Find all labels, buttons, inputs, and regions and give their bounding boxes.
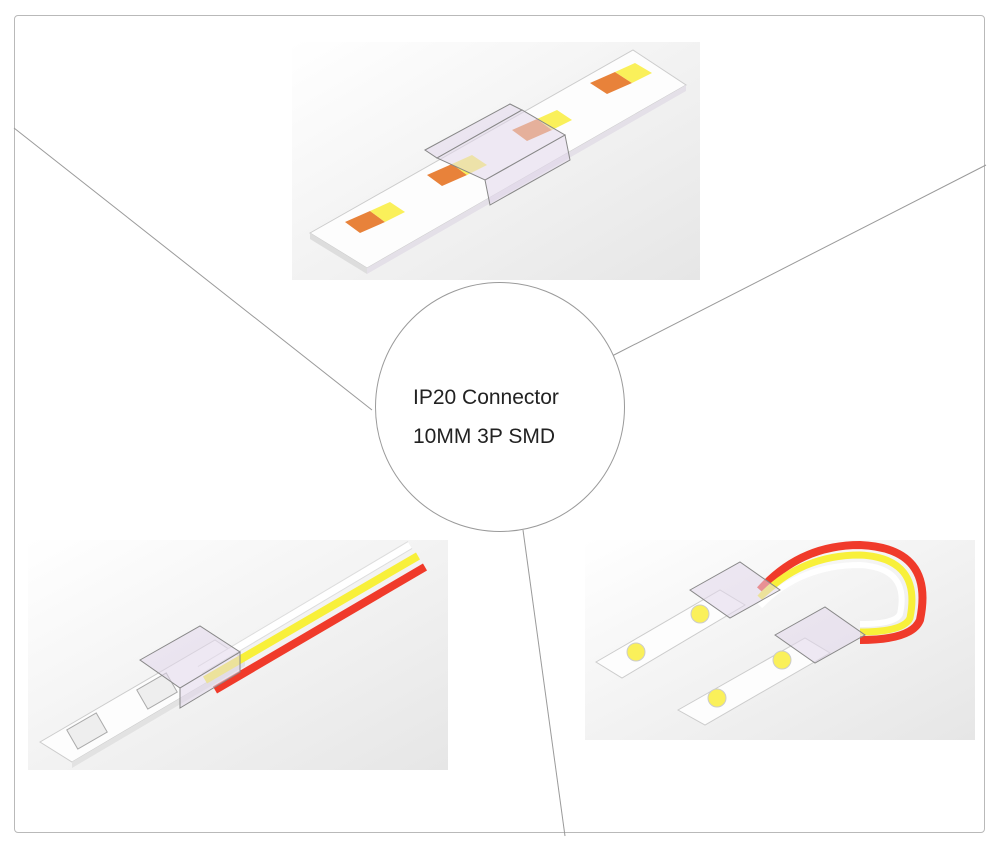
divider-line-bottom [522,529,566,837]
connector-body [424,103,571,206]
strip-to-strip-connector-image [292,42,700,280]
jumper-connector-image [585,540,975,740]
divider-line-left [13,127,373,411]
divider-line-right [611,164,987,357]
title-circle [375,282,625,532]
strip-to-wire-connector-image [28,540,448,770]
product-subtitle: 10MM 3P SMD [413,425,555,448]
image-frame [14,15,985,833]
product-title: IP20 Connector [413,386,559,409]
